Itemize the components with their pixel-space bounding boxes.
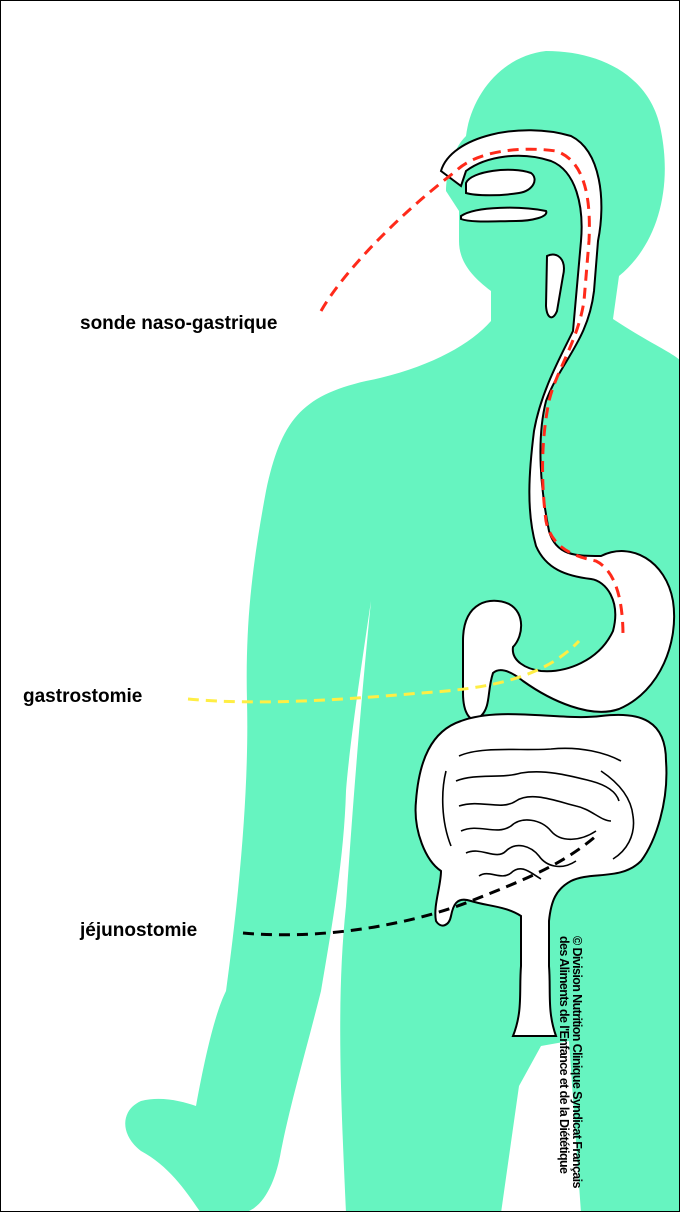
- copyright-credit: © Division Nutrition Clinique Syndicat F…: [557, 936, 583, 1206]
- nasogastric-tube-label: sonde naso-gastrique: [80, 313, 277, 335]
- jejunostomy-label: jéjunostomie: [80, 920, 197, 942]
- gastrostomy-label: gastrostomie: [23, 686, 142, 708]
- credit-line-2: des Aliments de l'Enfance et de la Diété…: [557, 936, 570, 1206]
- credit-line-1: © Division Nutrition Clinique Syndicat F…: [570, 936, 583, 1206]
